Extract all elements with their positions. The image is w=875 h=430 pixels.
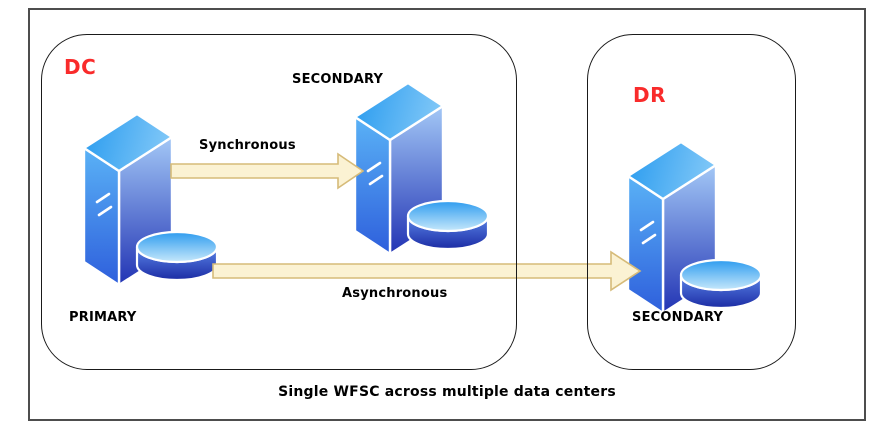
dc-site-box: [41, 34, 517, 370]
dc-site-label: DC: [64, 55, 97, 79]
synchronous-arrow-icon: [170, 152, 365, 190]
primary-server-label: PRIMARY: [69, 310, 137, 325]
dr-site-box: [587, 34, 796, 370]
outer-frame: [28, 8, 866, 421]
asynchronous-arrow-icon: [212, 250, 642, 292]
dr-site-label: DR: [633, 83, 667, 107]
asynchronous-arrow-label: Asynchronous: [342, 286, 448, 301]
diagram-caption: Single WFSC across multiple data centers: [278, 384, 616, 400]
dr-secondary-server-label: SECONDARY: [632, 310, 724, 325]
synchronous-arrow-label: Synchronous: [199, 138, 296, 153]
dc-secondary-server-label: SECONDARY: [292, 72, 384, 87]
